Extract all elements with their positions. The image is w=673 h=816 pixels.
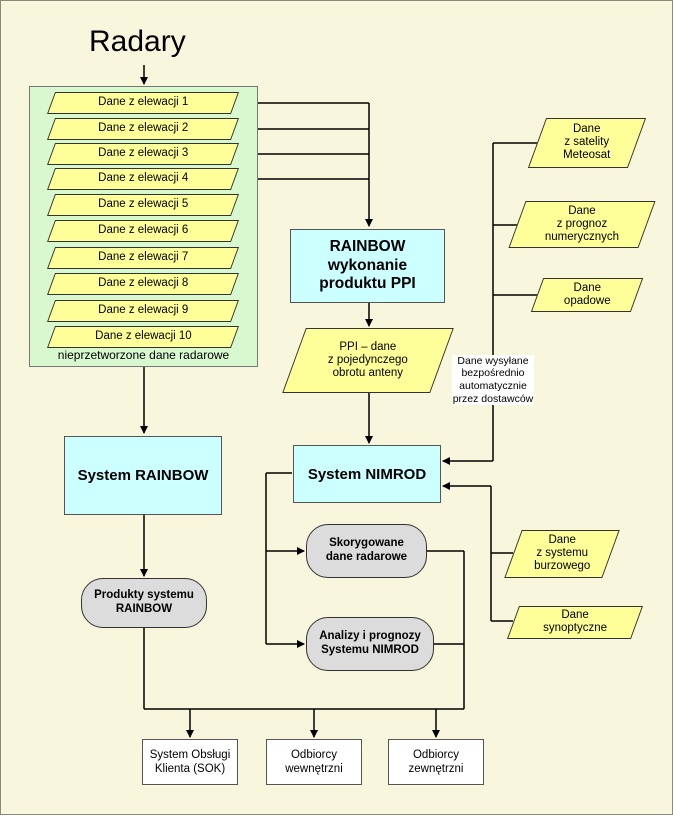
numerical-forecast-data-box: Dane z prognoz numerycznych: [508, 201, 656, 248]
elevation-5-label: Dane z elewacji 5: [97, 198, 189, 211]
system-nimrod-box: System NIMROD: [293, 445, 441, 503]
meteosat-data-label: Dane z satelity Meteosat: [563, 123, 611, 162]
rainbow-products-box: Produkty systemu RAINBOW: [81, 578, 207, 628]
elevation-1-label: Dane z elewacji 1: [97, 96, 189, 109]
internal-recipients-box: Odbiorcy wewnętrzni: [266, 739, 362, 785]
elevation-8-label: Dane z elewacji 8: [97, 277, 189, 290]
elevation-8-box: Dane z elewacji 8: [46, 273, 240, 295]
rainbow-ppi-process-box: RAINBOW wykonanie produktu PPI: [290, 229, 445, 303]
storm-system-data-label: Dane z systemu burzowego: [533, 534, 591, 573]
elevation-4-box: Dane z elewacji 4: [46, 168, 240, 190]
elevation-1-box: Dane z elewacji 1: [46, 92, 240, 114]
elevation-6-label: Dane z elewacji 6: [97, 224, 189, 237]
elevation-7-box: Dane z elewacji 7: [46, 247, 240, 269]
meteosat-data-box: Dane z satelity Meteosat: [527, 118, 647, 168]
numerical-forecast-data-label: Dane z prognoz numerycznych: [544, 204, 620, 244]
supplier-note: Dane wysyłane bezpośrednio automatycznie…: [452, 354, 534, 405]
elevation-3-box: Dane z elewacji 3: [46, 143, 240, 165]
elevation-3-label: Dane z elewacji 3: [97, 147, 189, 160]
diagram-title: Radary: [89, 25, 186, 58]
elevation-10-box: Dane z elewacji 10: [46, 326, 240, 348]
synoptic-data-box: Dane synoptyczne: [506, 606, 644, 639]
elevation-10-label: Dane z elewacji 10: [94, 330, 192, 343]
sok-output-box: System Obsługi Klienta (SOK): [142, 739, 238, 785]
elevation-9-box: Dane z elewacji 9: [46, 300, 240, 322]
storm-system-data-box: Dane z systemu burzowego: [504, 530, 620, 578]
precipitation-data-box: Dane opadowe: [530, 278, 644, 312]
elevation-9-label: Dane z elewacji 9: [97, 304, 189, 317]
elevation-5-box: Dane z elewacji 5: [46, 194, 240, 216]
elevation-2-label: Dane z elewacji 2: [97, 122, 189, 135]
synoptic-data-label: Dane synoptyczne: [543, 609, 607, 635]
ppi-data-box: PPI – dane z pojedynczego obrotu anteny: [282, 328, 454, 393]
elevation-6-box: Dane z elewacji 6: [46, 220, 240, 242]
elevation-7-label: Dane z elewacji 7: [97, 251, 189, 264]
ppi-data-label: PPI – dane z pojedynczego obrotu anteny: [328, 340, 408, 380]
system-rainbow-box: System RAINBOW: [64, 436, 222, 515]
nimrod-analysis-box: Analizy i prognozy Systemu NIMROD: [306, 617, 434, 671]
elevation-4-label: Dane z elewacji 4: [97, 172, 189, 185]
elevation-2-box: Dane z elewacji 2: [46, 118, 240, 140]
corrected-radar-data-box: Skorygowane dane radarowe: [306, 524, 427, 578]
precipitation-data-label: Dane opadowe: [563, 281, 611, 307]
external-recipients-box: Odbiorcy zewnętrzni: [388, 739, 484, 785]
raw-radar-data-label: nieprzetworzone dane radarowe: [57, 348, 230, 362]
